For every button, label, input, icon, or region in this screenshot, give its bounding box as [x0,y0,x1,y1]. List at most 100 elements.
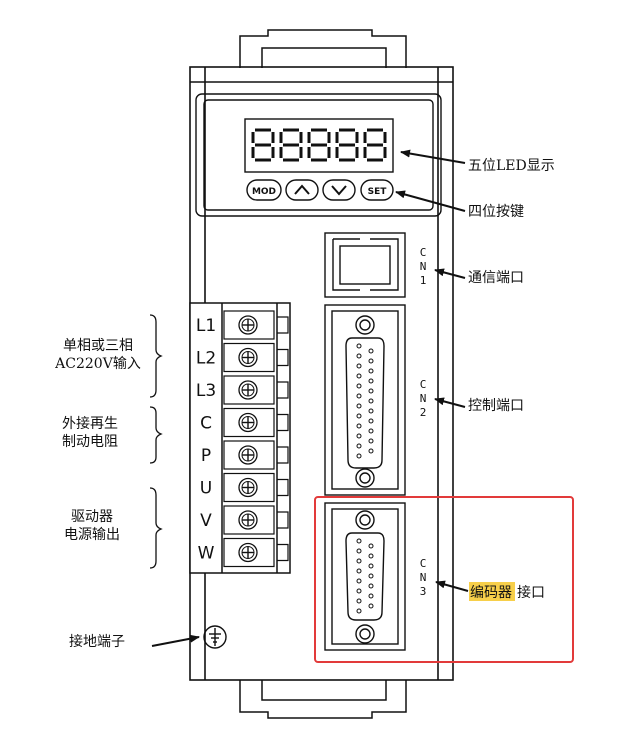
terminal-l1: L1 [196,310,289,340]
terminal-screw-icon [238,412,258,433]
terminal-c: C [200,407,289,438]
connector-pin [356,403,362,409]
terminal-screw-icon [238,542,258,563]
terminal-screw-icon [238,477,258,498]
connector-pin [356,608,362,614]
connector-pin [356,393,362,399]
cn1-port [324,232,406,298]
terminal-label: L3 [196,381,216,401]
drive-output-label-2: 电源输出 [64,527,120,543]
control-port-callout-label: 控制端口 [468,398,524,414]
mounting-tab-top [239,29,407,68]
drive-output-label-1: 驱动器 [71,509,113,525]
connector-pin [356,578,362,584]
terminal-l2: L2 [196,342,289,373]
svg-text:2: 2 [420,406,427,419]
connector-pin [356,588,362,594]
connector-pin [356,433,362,439]
connector-pin [368,583,374,589]
terminal-v: V [200,505,289,535]
regen-label-2: 制动电阻 [62,434,118,450]
bracket-regen [149,406,163,464]
connector-pin [356,383,362,389]
cn1-label: C N 1 [420,246,427,287]
svg-text:1: 1 [420,274,427,287]
keys-arrow [395,190,466,212]
connector-pin [356,373,362,379]
encoder-text-highlight [469,582,515,601]
terminal-label: L1 [196,316,216,336]
terminal-w: W [198,537,289,568]
terminal-label: W [198,544,215,564]
ground-terminal [203,625,227,649]
connector-pin [368,553,374,559]
power-input-label-1: 单相或三相 [63,338,133,354]
cn2-pins [356,343,374,459]
connector-pin [356,548,362,554]
terminal-label: U [200,479,212,499]
led-digit [251,128,275,162]
terminal-screw-icon [238,510,258,530]
keys-callout-label: 四位按键 [468,204,524,220]
ground-arrow [151,634,200,647]
ground-label: 接地端子 [69,633,125,650]
terminal-screw-icon [238,445,258,465]
connector-pin [356,343,362,349]
key-up[interactable] [285,179,319,201]
cn3-pins [356,538,374,614]
connector-pin [368,418,374,424]
svg-text:3: 3 [420,585,427,598]
bracket-drive-output [149,487,163,569]
key-down[interactable] [322,179,356,201]
comm-arrow [434,268,466,279]
connector-pin [368,428,374,434]
connector-pin [368,368,374,374]
cn3-port [324,502,406,651]
key-mod[interactable]: MOD [246,179,282,201]
connector-pin [368,438,374,444]
key-set-label: SET [368,187,388,197]
key-mod-label: MOD [252,187,276,197]
comm-port-callout-label: 通信端口 [468,270,524,286]
connector-pin [356,443,362,449]
connector-pin [356,538,362,544]
display-panel [195,93,442,217]
cn3-label: C N 3 [420,557,427,598]
connector-pin [368,593,374,599]
connector-pin [368,348,374,354]
led-display [251,128,387,162]
svg-text:N: N [420,392,427,405]
terminal-label: C [200,414,212,434]
display-arrow [400,149,466,164]
connector-pin [356,568,362,574]
encoder-highlight-box [314,496,574,663]
chevron-down-icon [331,185,347,196]
connector-pin [368,448,374,454]
cn2-label: C N 2 [420,378,427,419]
connector-pin [356,598,362,604]
connector-pin [368,408,374,414]
mounting-tab-bottom [239,680,407,719]
connector-pin [368,378,374,384]
led-digit [363,128,387,162]
terminal-l3: L3 [196,375,289,405]
svg-text:C: C [420,557,427,570]
connector-pin [356,423,362,429]
display-callout-label: 五位LED显示 [468,158,555,174]
connector-pin [368,388,374,394]
terminal-label: V [200,511,212,531]
control-arrow [434,397,466,408]
key-set[interactable]: SET [360,179,394,201]
terminal-label: P [201,446,211,466]
cn2-port [324,304,406,496]
svg-text:N: N [420,260,427,273]
encoder-arrow [435,580,469,592]
connector-pin [356,353,362,359]
terminal-label: L2 [196,349,216,369]
svg-text:C: C [420,246,427,259]
terminal-u: U [200,472,289,503]
power-input-label-2: AC220V输入 [54,356,141,372]
led-digit [335,128,359,162]
